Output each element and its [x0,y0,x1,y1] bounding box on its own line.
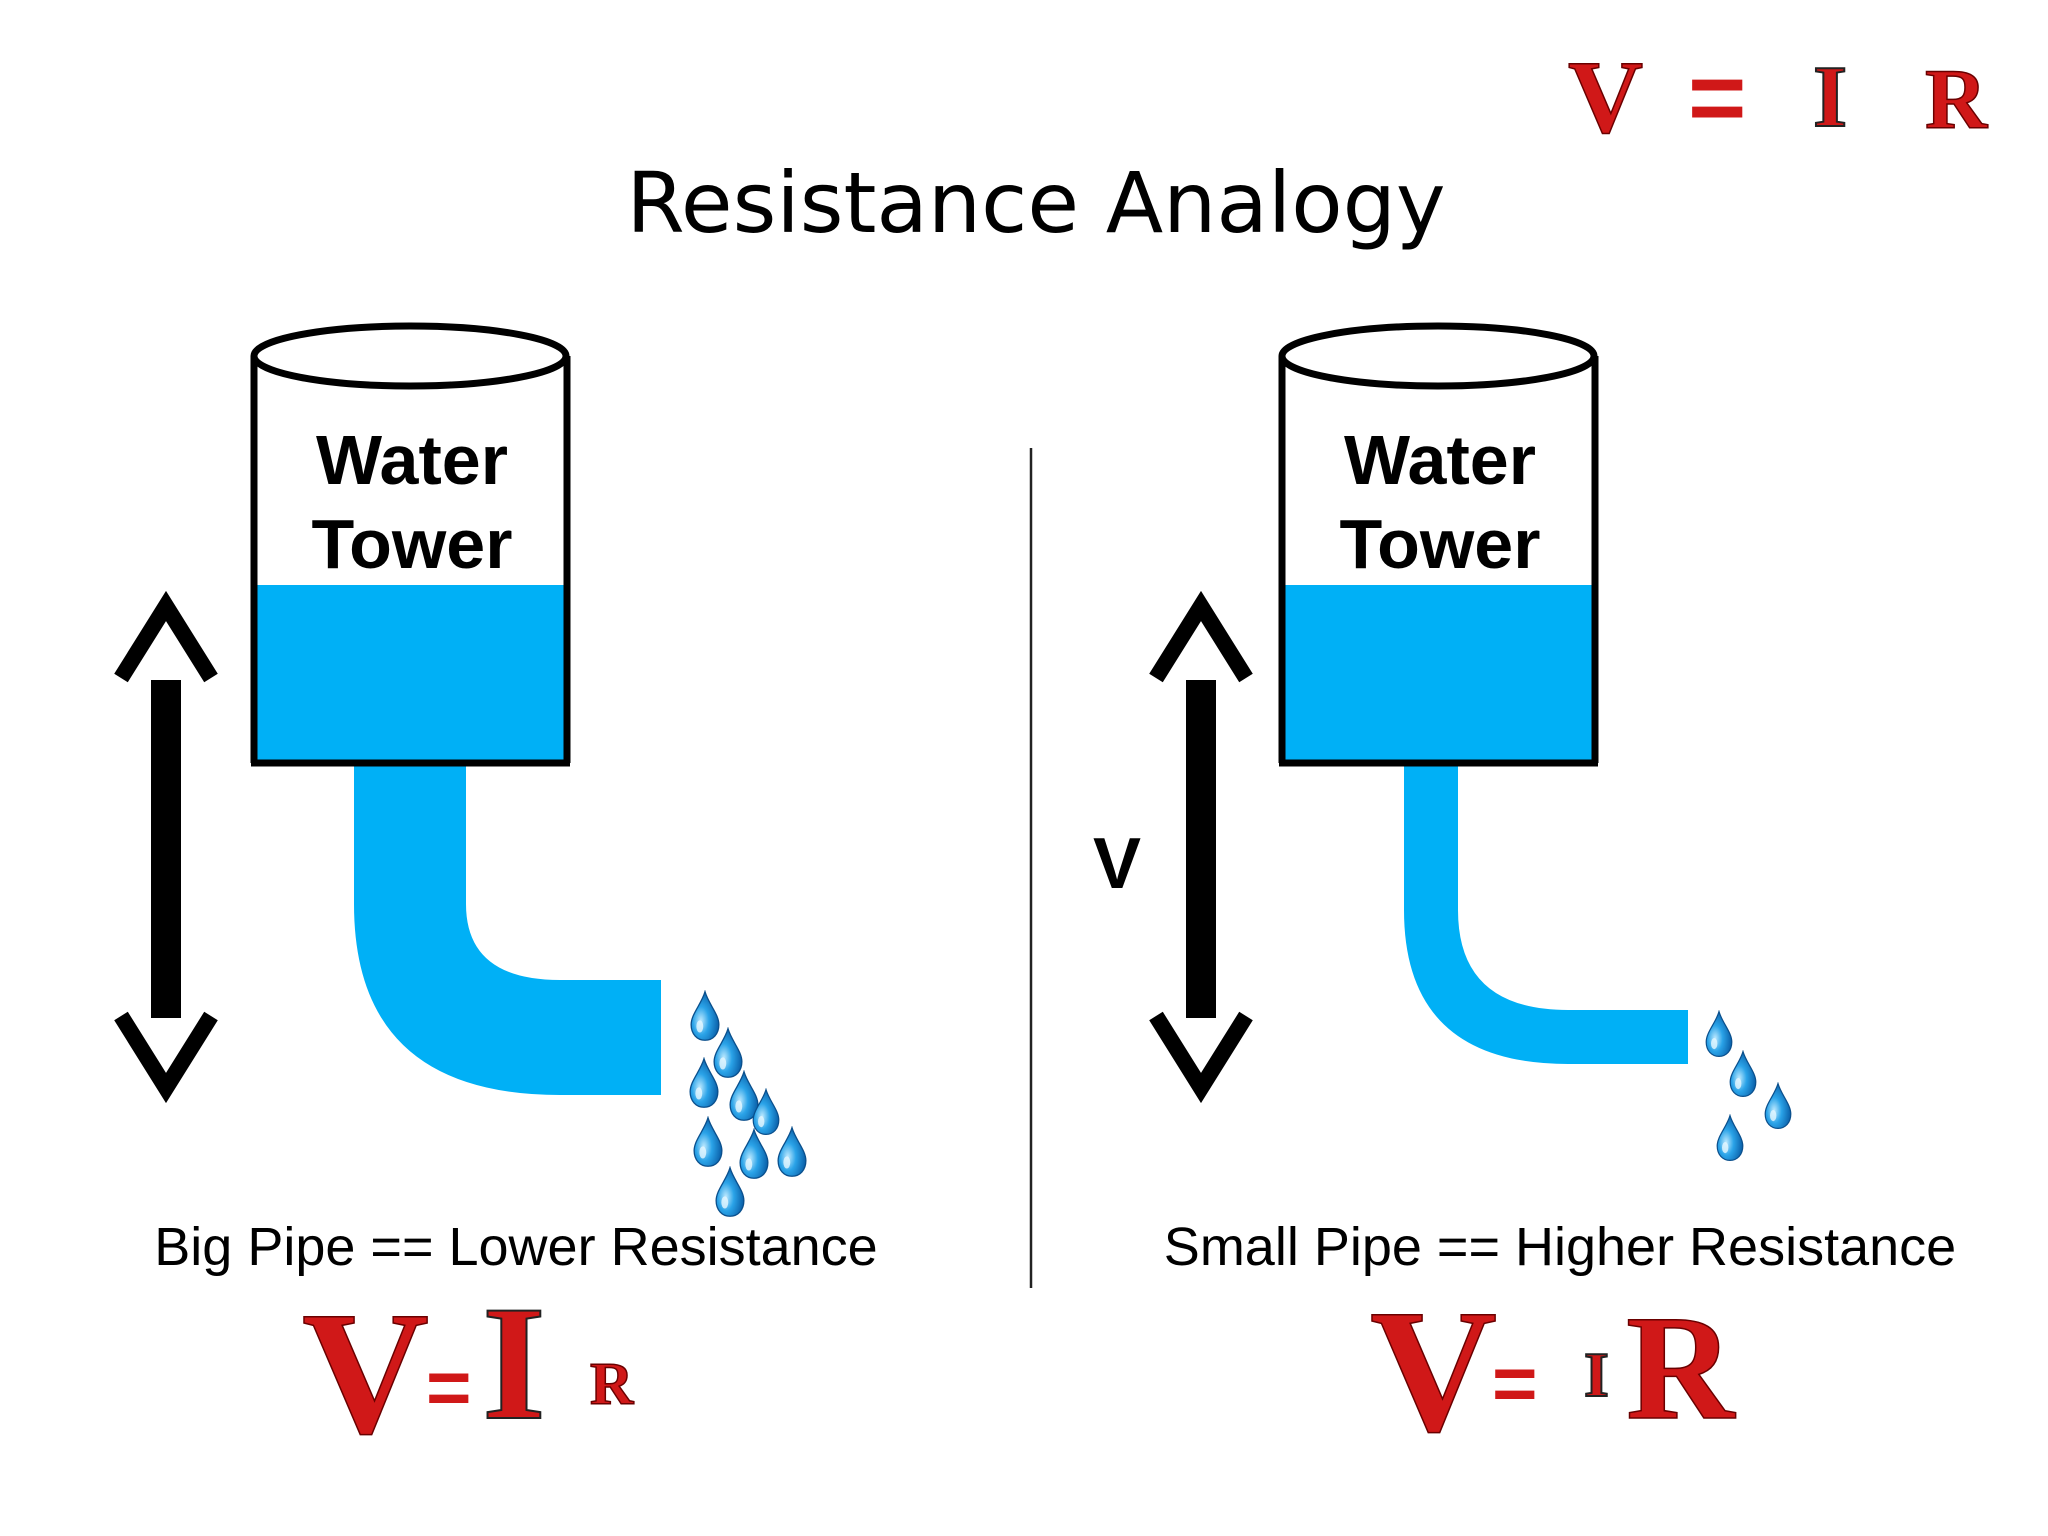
water-droplet-icon [690,991,720,1041]
left-big-pipe [354,760,661,1095]
left-formula-r: R [590,1351,634,1417]
water-droplet-icon [1729,1050,1757,1098]
left-caption: Big Pipe == Lower Resistance [154,1217,877,1277]
right-formula-equals: = [1492,1339,1538,1427]
right-formula: V = I R [1369,1273,1737,1470]
left-formula-v: V [302,1276,429,1471]
right-double-arrow-icon [1149,590,1253,1104]
voltage-label: V [1093,824,1141,904]
corner-formula: V = I R [1567,39,1989,156]
water-droplet-icon [752,1088,780,1136]
water-droplet-icon [1764,1082,1792,1130]
left-tower-label-line1: Water [316,421,508,499]
right-caption: Small Pipe == Higher Resistance [1164,1217,1956,1277]
water-droplet-icon [693,1117,723,1167]
left-panel: Water Tower Big Pipe == Lower Resistance… [114,322,878,1472]
left-formula-equals: = [426,1343,472,1431]
corner-formula-v: V [1568,40,1643,155]
water-droplet-icon [1705,1010,1733,1058]
right-formula-r: R [1626,1285,1736,1451]
right-water-tower [1278,322,1599,767]
left-formula: V = I R [301,1272,635,1472]
corner-formula-equals: = [1688,42,1746,154]
left-tank-water [256,585,565,761]
right-formula-v: V [1370,1274,1497,1469]
right-tower-label-line1: Water [1344,421,1536,499]
water-droplet-icon [729,1071,759,1121]
right-small-pipe [1404,760,1688,1064]
corner-formula-r: R [1925,51,1988,147]
right-tank-water [1284,585,1593,761]
right-tower-label-line2: Tower [1340,505,1541,583]
page-title: Resistance Analogy [626,154,1445,252]
corner-formula-i: I [1813,49,1847,146]
water-droplet-icon [739,1129,769,1179]
right-water-droplets [1705,1010,1792,1162]
left-water-tower [250,322,571,767]
water-droplet-icon [777,1127,807,1177]
water-droplet-icon [715,1167,745,1217]
water-droplet-icon [1716,1114,1744,1162]
water-droplet-icon [689,1058,719,1108]
left-formula-i: I [482,1273,546,1454]
left-tower-label-line2: Tower [312,505,513,583]
left-double-arrow-icon [114,590,218,1104]
left-water-droplets [689,991,807,1217]
right-formula-i: I [1584,1339,1609,1410]
right-panel: Water Tower V Small Pipe == Higher Resis… [1093,322,1956,1470]
water-droplet-icon [713,1028,743,1078]
